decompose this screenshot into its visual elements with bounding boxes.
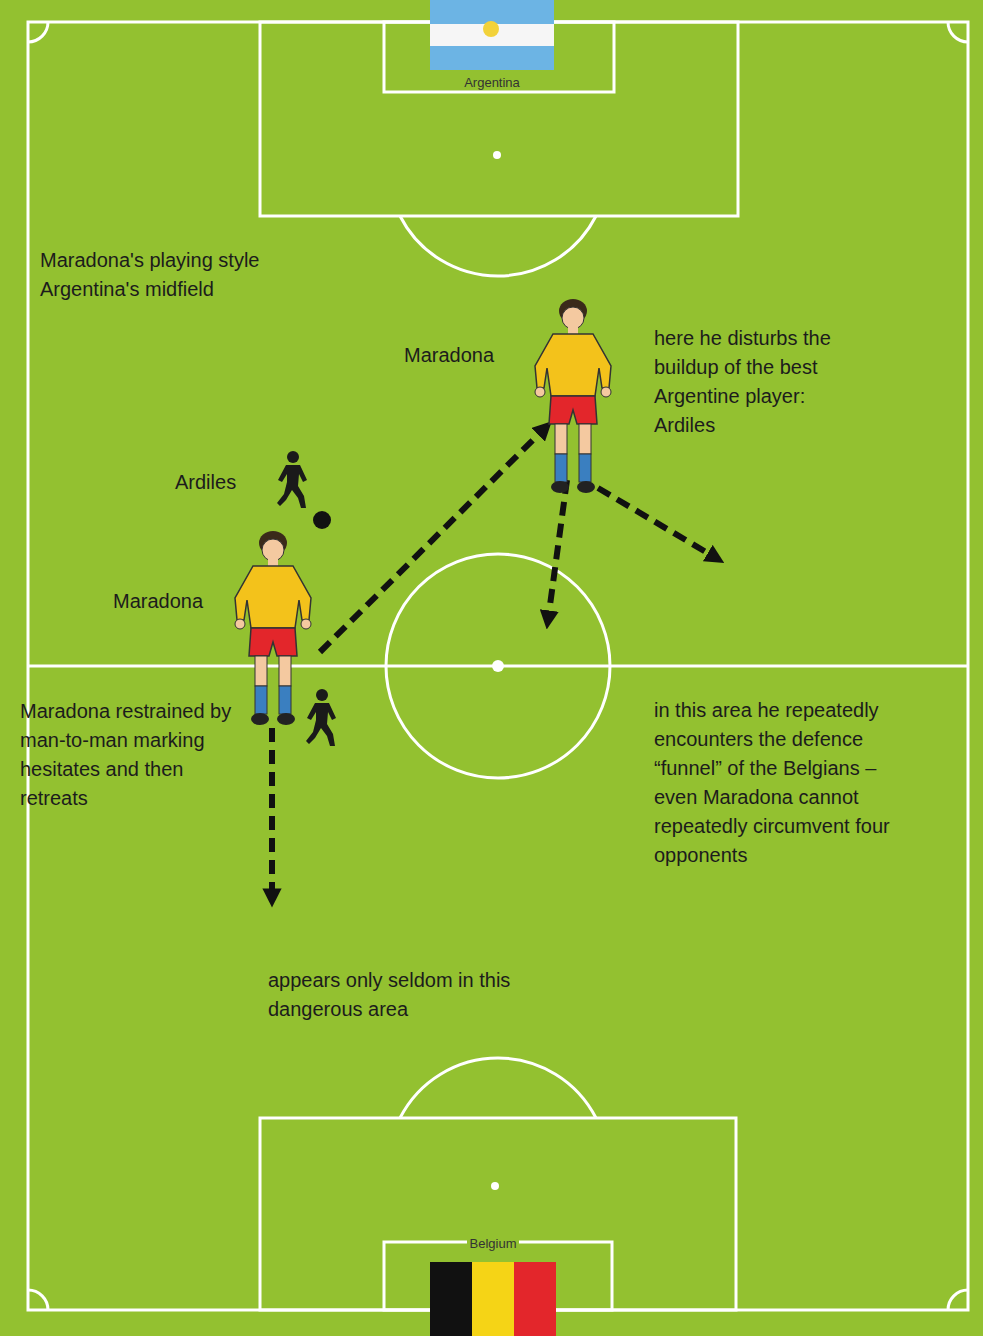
team-name: Belgium: [467, 1236, 520, 1251]
flag-box: Argentina: [430, 0, 554, 90]
annotation: in this area he repeatedly encounters th…: [654, 696, 894, 870]
flag-box: Belgium: [428, 1236, 558, 1336]
player-name: Maradona: [113, 587, 233, 616]
annotation: appears only seldom in this dangerous ar…: [268, 966, 538, 1024]
diagram-title: Maradona's playing style Argentina's mid…: [40, 246, 340, 304]
team-name: Argentina: [461, 75, 523, 90]
player-name: Maradona: [404, 341, 534, 370]
annotation: here he disturbs the buildup of the best…: [654, 324, 864, 440]
annotation: Maradona restrained by man-to-man markin…: [20, 697, 242, 813]
player-name: Ardiles: [175, 468, 275, 497]
